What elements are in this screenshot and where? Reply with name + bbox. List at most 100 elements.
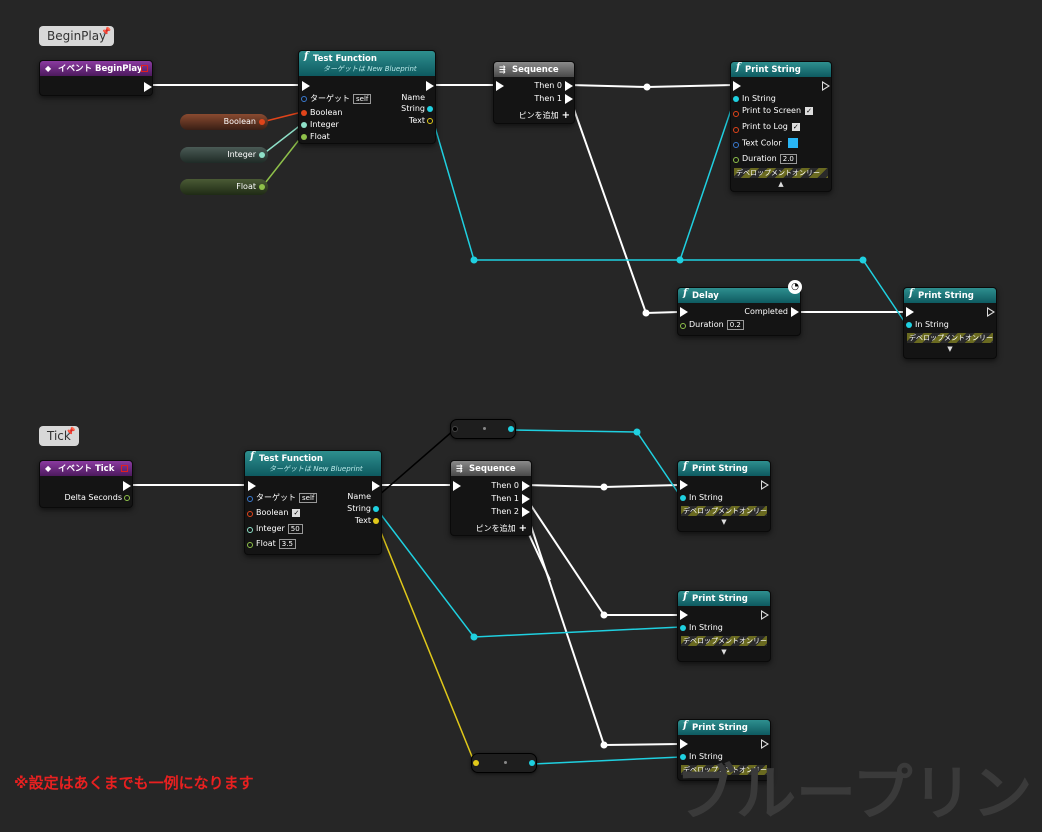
exec-in-pin[interactable] — [302, 81, 310, 91]
then-1-pin[interactable] — [565, 94, 573, 104]
float-pin[interactable] — [301, 134, 307, 140]
text-output-label: Text — [354, 516, 371, 525]
add-pin-button[interactable]: ピンを追加+ — [475, 523, 527, 534]
boolean-pin[interactable] — [301, 110, 307, 116]
target-pin[interactable] — [247, 496, 253, 502]
then-2-pin[interactable] — [522, 507, 530, 517]
text-output-pin[interactable] — [373, 518, 379, 524]
duration-pin[interactable] — [733, 157, 739, 163]
print-to-screen-checkbox[interactable]: ✓ — [805, 107, 814, 115]
add-pin-button[interactable]: ピンを追加+ — [518, 110, 570, 121]
exec-in-pin[interactable] — [680, 307, 688, 317]
float-pin[interactable] — [247, 542, 253, 548]
node-title: Print String — [692, 594, 748, 604]
sequence-node[interactable]: ⇶Sequence Then 0 Then 1 Then 2 ピンを追加+ — [450, 460, 532, 536]
exec-out-pin[interactable] — [761, 739, 769, 749]
reroute-in-pin[interactable] — [473, 760, 479, 766]
print-to-screen-pin[interactable] — [733, 111, 739, 117]
exec-in-pin[interactable] — [733, 81, 741, 91]
exec-in-pin[interactable] — [453, 481, 461, 491]
integer-pin[interactable] — [259, 152, 265, 158]
integer-pin[interactable] — [247, 527, 253, 533]
text-output-pin[interactable] — [427, 118, 433, 124]
text-color-pin[interactable] — [733, 142, 739, 148]
expand-caret-icon[interactable]: ▲ — [778, 180, 784, 188]
string-output-label: String — [347, 504, 371, 513]
target-value[interactable]: self — [353, 94, 372, 104]
exec-out-pin[interactable] — [761, 610, 769, 620]
float-variable-node[interactable]: Float — [180, 179, 268, 195]
exec-in-pin[interactable] — [248, 481, 256, 491]
boolean-label: Boolean — [310, 108, 343, 117]
exec-in-pin[interactable] — [680, 739, 688, 749]
text-color-label: Text Color — [742, 138, 798, 149]
print-to-log-checkbox[interactable]: ✓ — [791, 123, 800, 131]
expand-caret-icon[interactable]: ▼ — [721, 648, 727, 656]
color-swatch[interactable] — [787, 138, 798, 148]
exec-out-pin[interactable] — [426, 81, 434, 91]
exec-in-pin[interactable] — [680, 610, 688, 620]
event-beginplay-node[interactable]: ◆イベント BeginPlay — [39, 60, 153, 96]
integer-value[interactable]: 50 — [287, 524, 303, 534]
integer-variable-node[interactable]: Integer — [180, 147, 268, 163]
duration-pin[interactable] — [680, 323, 686, 329]
node-title: Sequence — [469, 464, 516, 474]
exec-out-pin[interactable] — [372, 481, 380, 491]
float-pin[interactable] — [259, 184, 265, 190]
print-to-log-pin[interactable] — [733, 127, 739, 133]
boolean-pin[interactable] — [247, 511, 253, 517]
comment-bubble-beginplay[interactable]: BeginPlay 📌 — [39, 26, 115, 46]
in-string-pin[interactable] — [906, 322, 912, 328]
exec-out-pin[interactable] — [123, 481, 131, 491]
duration-value[interactable]: 0.2 — [726, 320, 744, 330]
string-output-pin[interactable] — [427, 106, 433, 112]
exec-out-pin[interactable] — [144, 82, 152, 92]
in-string-pin[interactable] — [680, 625, 686, 631]
exec-in-pin[interactable] — [680, 480, 688, 490]
in-string-pin[interactable] — [680, 495, 686, 501]
expand-caret-icon[interactable]: ▼ — [721, 518, 727, 526]
in-string-pin[interactable] — [680, 754, 686, 760]
exec-in-pin[interactable] — [496, 81, 504, 91]
target-pin[interactable] — [301, 96, 307, 102]
boolean-pin[interactable] — [259, 119, 265, 125]
reroute-out-pin[interactable] — [508, 426, 514, 432]
exec-in-pin[interactable] — [906, 307, 914, 317]
exec-out-pin[interactable] — [761, 480, 769, 490]
in-string-pin[interactable] — [733, 96, 739, 102]
delegate-pin[interactable] — [141, 65, 148, 72]
pin-icon[interactable]: 📌 — [101, 27, 112, 36]
boolean-checkbox[interactable]: ✓ — [292, 509, 301, 517]
reroute-node[interactable] — [450, 419, 516, 439]
comment-bubble-tick[interactable]: Tick 📌 — [39, 426, 79, 446]
event-tick-node[interactable]: ◆イベント Tick Delta Seconds — [39, 460, 133, 508]
sequence-node[interactable]: ⇶Sequence Then 0 Then 1 ピンを追加+ — [493, 61, 575, 124]
exec-out-pin[interactable] — [822, 81, 830, 91]
then-0-pin[interactable] — [565, 81, 573, 91]
then-0-pin[interactable] — [522, 481, 530, 491]
reroute-out-pin[interactable] — [529, 760, 535, 766]
boolean-variable-node[interactable]: Boolean — [180, 114, 268, 130]
pin-icon[interactable]: 📌 — [65, 427, 76, 436]
delegate-pin[interactable] — [121, 465, 128, 472]
exec-out-pin[interactable] — [987, 307, 995, 317]
reroute-node[interactable] — [471, 753, 537, 773]
completed-pin[interactable] — [791, 307, 799, 317]
string-output-pin[interactable] — [373, 506, 379, 512]
target-value[interactable]: self — [299, 493, 318, 503]
delta-seconds-pin[interactable] — [124, 495, 130, 501]
duration-value[interactable]: 2.0 — [779, 154, 797, 164]
float-value[interactable]: 3.5 — [278, 539, 296, 549]
then-1-pin[interactable] — [522, 494, 530, 504]
expand-caret-icon[interactable]: ▼ — [947, 345, 953, 353]
integer-pin[interactable] — [301, 122, 307, 128]
reroute-in-pin[interactable] — [452, 426, 458, 432]
